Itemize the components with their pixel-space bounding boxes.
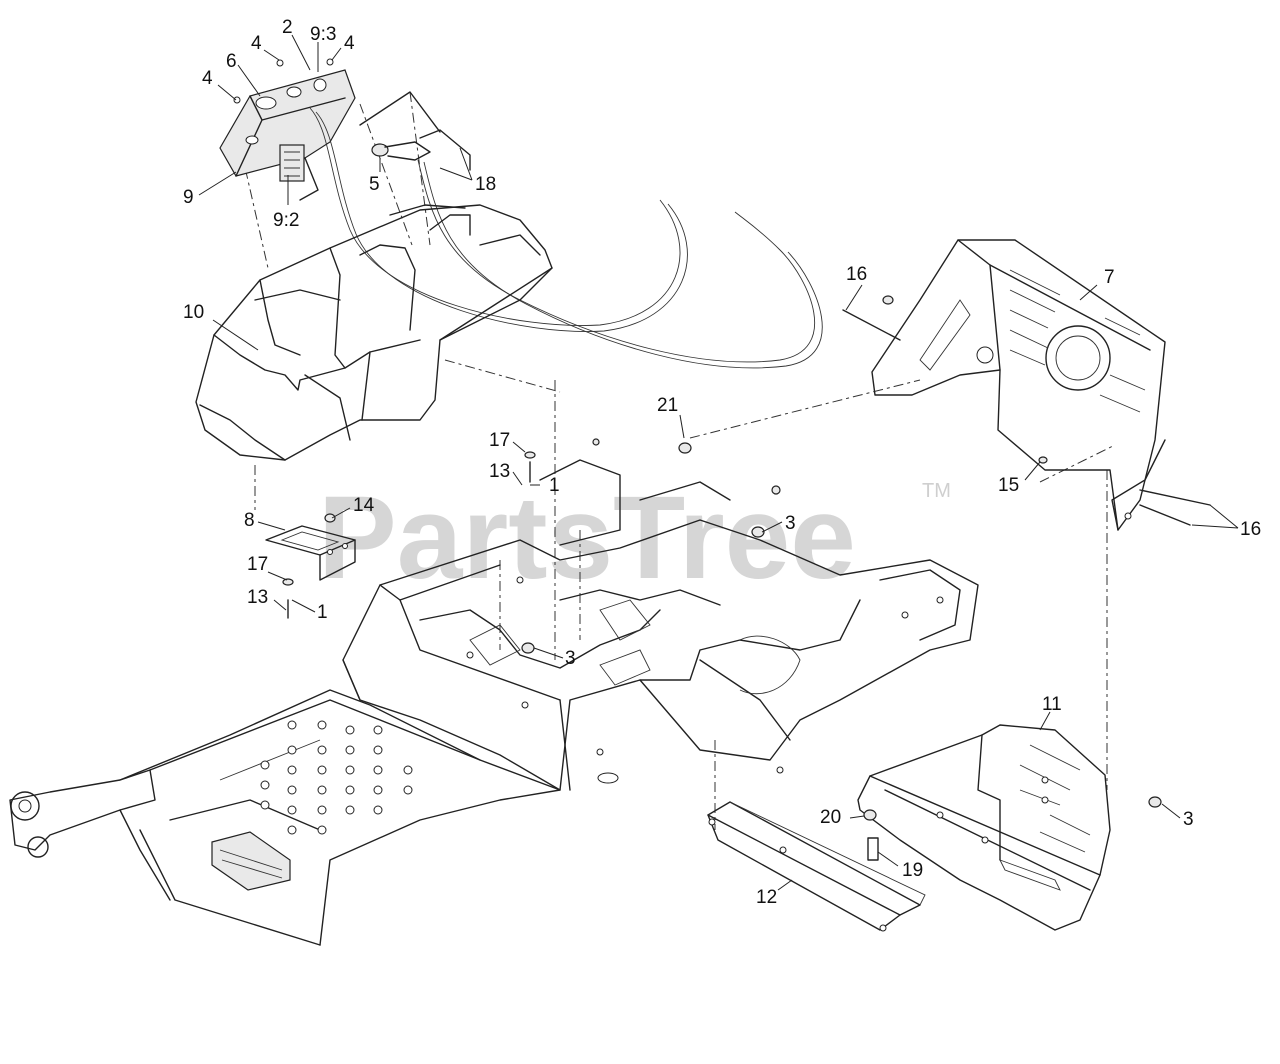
callout-6: 6	[226, 51, 237, 72]
callout-9: 9	[183, 187, 194, 208]
callout-3: 3	[1183, 809, 1194, 830]
rear-shield-part-7	[871, 239, 1166, 531]
callout-4: 4	[344, 33, 355, 54]
callout-11: 11	[1042, 694, 1062, 715]
callout-labels: 4 2 9:3 4 6 4 5 18 9 9:2 10 16 7 21 17 1…	[183, 17, 1261, 908]
callout-4: 4	[251, 33, 262, 54]
control-panel-part-9	[219, 58, 356, 201]
assembly-lines	[235, 91, 1116, 830]
callout-17: 17	[489, 430, 510, 451]
callout-7: 7	[1104, 267, 1115, 288]
callout-18: 18	[475, 174, 496, 195]
bracket-part-8	[265, 525, 356, 581]
callout-16: 16	[1240, 519, 1261, 540]
callout-15: 15	[998, 475, 1019, 496]
callout-10: 10	[183, 302, 204, 323]
watermark-trademark: TM	[922, 480, 951, 502]
callout-3: 3	[565, 648, 576, 669]
hardware	[282, 295, 1211, 861]
switch-part-5	[359, 91, 471, 171]
fender-part-10	[195, 204, 553, 461]
callout-14: 14	[353, 495, 375, 516]
leader-lines	[198, 34, 1239, 891]
callout-5: 5	[369, 174, 380, 195]
callout-4: 4	[202, 68, 213, 89]
rail-part-12	[707, 801, 926, 932]
chassis-frame	[342, 459, 979, 791]
callout-21: 21	[657, 395, 678, 416]
callout-9-3: 9:3	[310, 24, 336, 45]
callout-2: 2	[282, 17, 293, 38]
floor-plate-holes	[260, 720, 413, 835]
callout-20: 20	[820, 807, 841, 828]
callout-9-2: 9:2	[273, 210, 299, 231]
callout-12: 12	[756, 887, 777, 908]
callout-17: 17	[247, 554, 268, 575]
callout-13: 13	[247, 587, 268, 608]
callout-19: 19	[902, 860, 923, 881]
callout-1: 1	[549, 475, 560, 496]
floor-plate	[119, 689, 561, 946]
callout-16: 16	[846, 264, 867, 285]
side-plate-part-11	[857, 724, 1111, 931]
callout-8: 8	[244, 510, 255, 531]
callout-13: 13	[489, 461, 510, 482]
front-caster-arm	[9, 769, 171, 901]
callout-3: 3	[785, 513, 796, 534]
callout-1: 1	[317, 602, 328, 623]
